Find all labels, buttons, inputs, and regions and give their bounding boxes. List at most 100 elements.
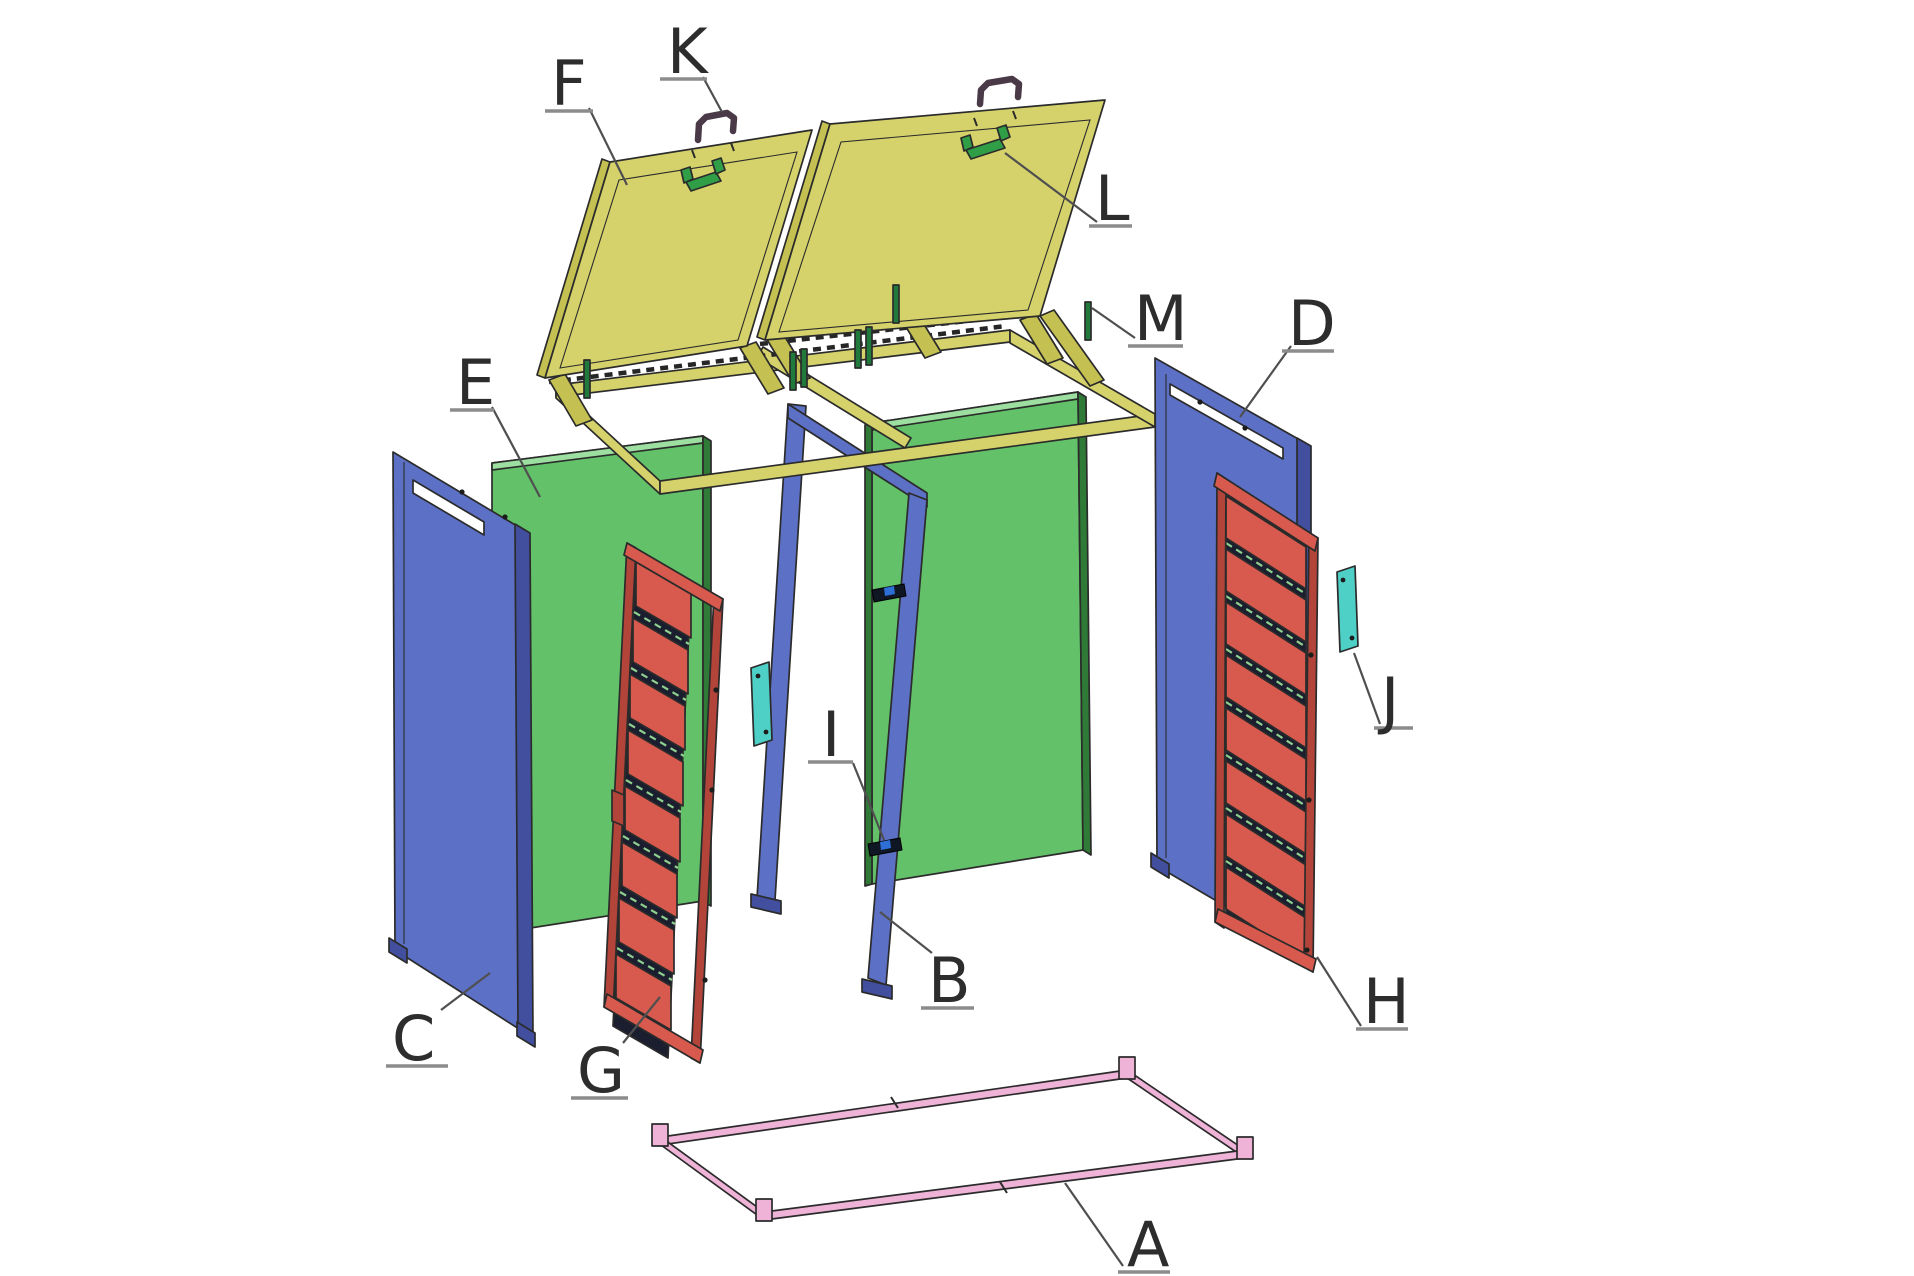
base-rail-back	[660, 1069, 1128, 1146]
label-I: I	[808, 698, 886, 841]
leader-line-H	[1316, 956, 1362, 1027]
label-F: F	[545, 47, 628, 186]
slat-gap-line	[625, 779, 682, 813]
label-text-D: D	[1288, 287, 1336, 360]
slat-gap-line	[1225, 648, 1307, 701]
bracket-tab	[711, 157, 726, 175]
bracket-tab	[680, 166, 694, 184]
label-text-I: I	[822, 698, 840, 771]
slat-gap-line	[1225, 542, 1307, 595]
hinge-strap	[739, 341, 785, 395]
slat-gap-line	[628, 723, 685, 757]
leader-line-M	[1091, 307, 1136, 339]
divider-foot-back	[750, 893, 782, 915]
leader-line-C	[440, 972, 491, 1011]
hinge-pin	[892, 284, 900, 324]
label-text-J: J	[1377, 664, 1399, 737]
base-corner-post	[1118, 1056, 1136, 1080]
label-text-A: A	[1127, 1208, 1169, 1276]
striker-plate-middle	[750, 661, 773, 747]
hinge-pin-loose-M	[1084, 301, 1092, 341]
hinge-pin	[854, 329, 862, 369]
screw-dot	[1197, 399, 1203, 405]
lid-handle-right	[976, 75, 1023, 108]
leader-line-E	[491, 406, 541, 498]
lid-hinge-bracket-left	[680, 157, 726, 192]
lid-face	[764, 99, 1106, 341]
screw-dot	[702, 977, 708, 983]
hinge-pins	[583, 284, 1092, 399]
latch-accent	[880, 840, 891, 850]
left-side-panel-right-stile	[514, 523, 534, 1039]
door-latch-bottom	[867, 837, 903, 857]
hinge-pin	[800, 348, 808, 388]
door-left-stile	[1214, 472, 1227, 929]
door-slat	[624, 785, 681, 863]
lid-inner-frame	[778, 119, 1091, 333]
leader-line-L	[1004, 152, 1098, 223]
left-slatted-door	[603, 542, 724, 1064]
bin-lid-right	[756, 99, 1106, 341]
label-A: A	[1064, 1182, 1170, 1276]
door-slat	[621, 841, 678, 919]
screw-dot	[709, 787, 715, 793]
door-bottom-rail	[1214, 908, 1317, 973]
hinge-strap	[1039, 309, 1105, 387]
leader-line-A	[1064, 1182, 1124, 1267]
left-side-panel	[388, 451, 536, 1048]
leader-line-B	[879, 911, 933, 954]
screw-dot	[1242, 425, 1248, 431]
label-text-M: M	[1134, 282, 1188, 355]
slat-gap-line	[622, 835, 679, 869]
striker-plate-body	[750, 661, 773, 747]
handle-mount-tick	[730, 142, 735, 152]
base-rail-front	[763, 1149, 1246, 1221]
leader-line-J	[1352, 652, 1382, 725]
bin-lid-left	[536, 129, 813, 379]
left-side-panel-slot	[412, 479, 485, 536]
hinge-pin	[583, 359, 591, 399]
base-corner-post	[1236, 1136, 1254, 1160]
left-side-panel-foot-right	[516, 1021, 536, 1048]
screw-dot	[1304, 947, 1310, 953]
lid-hinge-bracket-right	[960, 124, 1011, 160]
screw-dot	[502, 514, 508, 520]
screw-dot	[1340, 577, 1346, 583]
left-side-panel-foot-left	[388, 937, 408, 964]
label-D: D	[1239, 287, 1336, 418]
base-corner-post	[755, 1198, 773, 1222]
label-text-K: K	[667, 15, 709, 88]
label-text-F: F	[551, 47, 587, 120]
base-rail-left	[660, 1136, 765, 1221]
slat-gap-line	[619, 891, 676, 925]
slat-gap-line	[633, 611, 690, 645]
back-panel-right-side-edge	[1077, 391, 1092, 856]
lid-handle-left	[694, 109, 738, 144]
bracket-bar	[685, 171, 722, 192]
label-B: B	[879, 911, 974, 1017]
slat-gap-line	[1225, 754, 1307, 807]
bracket-bar	[965, 138, 1006, 160]
slat-gap-line	[1225, 595, 1307, 648]
bracket-tab	[996, 124, 1011, 142]
leader-line-G	[622, 996, 661, 1044]
label-text-L: L	[1095, 162, 1130, 235]
base-rail-joint	[890, 1096, 899, 1109]
leader-line-I	[851, 762, 886, 841]
handle-mount-tick	[691, 149, 696, 159]
striker-plate-right	[1336, 565, 1359, 653]
leader-line-D	[1239, 345, 1292, 418]
back-panel-right-left-edge	[864, 422, 873, 887]
screw-dot	[1349, 635, 1355, 641]
label-G: G	[571, 996, 661, 1107]
door-bottom-rail	[603, 993, 704, 1064]
leader-line-K	[702, 76, 723, 113]
striker-plate-body	[1336, 565, 1359, 653]
screw-dot	[763, 729, 769, 735]
door-hinge-tab	[611, 789, 625, 827]
base-frame	[651, 1056, 1254, 1222]
base-rail-joint	[999, 1181, 1008, 1194]
right-slatted-door	[1213, 472, 1319, 973]
